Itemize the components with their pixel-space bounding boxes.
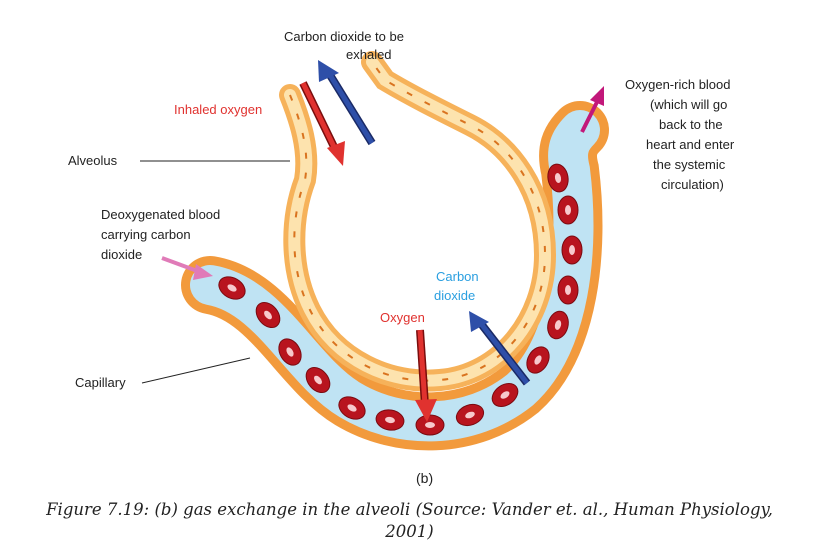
figure-caption-line-2: 2001) xyxy=(385,522,434,541)
capillary-leader-line xyxy=(141,357,251,384)
label-oxygen-rich-1: Oxygen-rich blood xyxy=(625,77,731,92)
label-oxygen-rich-3: back to the xyxy=(659,117,723,132)
co2-exhaled-arrow xyxy=(318,60,376,146)
label-deoxygenated-3: dioxide xyxy=(101,247,142,262)
inhaled-oxygen-arrow xyxy=(299,81,345,166)
label-oxygen-rich-4: heart and enter xyxy=(646,137,735,152)
label-capillary: Capillary xyxy=(75,375,126,390)
label-oxygen: Oxygen xyxy=(380,310,425,325)
oxygen-rich-blood-arrow xyxy=(580,86,604,133)
label-co2-exhaled-1: Carbon dioxide to be xyxy=(284,29,404,44)
label-oxygen-rich-6: circulation) xyxy=(661,177,724,192)
deoxygenated-blood-arrow xyxy=(161,256,213,280)
label-inhaled-oxygen: Inhaled oxygen xyxy=(174,102,262,117)
co2-to-alveolus-arrow xyxy=(469,311,531,386)
gas-exchange-diagram: Carbon dioxide to be exhaled Inhaled oxy… xyxy=(68,29,735,486)
label-co2-exhaled-2: exhaled xyxy=(346,47,392,62)
label-oxygen-rich-2: (which will go xyxy=(650,97,727,112)
label-oxygen-rich-5: the systemic xyxy=(653,157,726,172)
figure-caption: Figure 7.19: (b) gas exchange in the alv… xyxy=(0,499,819,543)
oxygen-to-blood-arrow xyxy=(415,329,437,422)
label-carbon-dioxide-1: Carbon xyxy=(436,269,479,284)
label-panel-b: (b) xyxy=(416,470,433,486)
label-carbon-dioxide-2: dioxide xyxy=(434,288,475,303)
label-alveolus: Alveolus xyxy=(68,153,118,168)
label-deoxygenated-2: carrying carbon xyxy=(101,227,191,242)
label-deoxygenated-1: Deoxygenated blood xyxy=(101,207,220,222)
figure-caption-line-1: Figure 7.19: (b) gas exchange in the alv… xyxy=(46,500,773,519)
